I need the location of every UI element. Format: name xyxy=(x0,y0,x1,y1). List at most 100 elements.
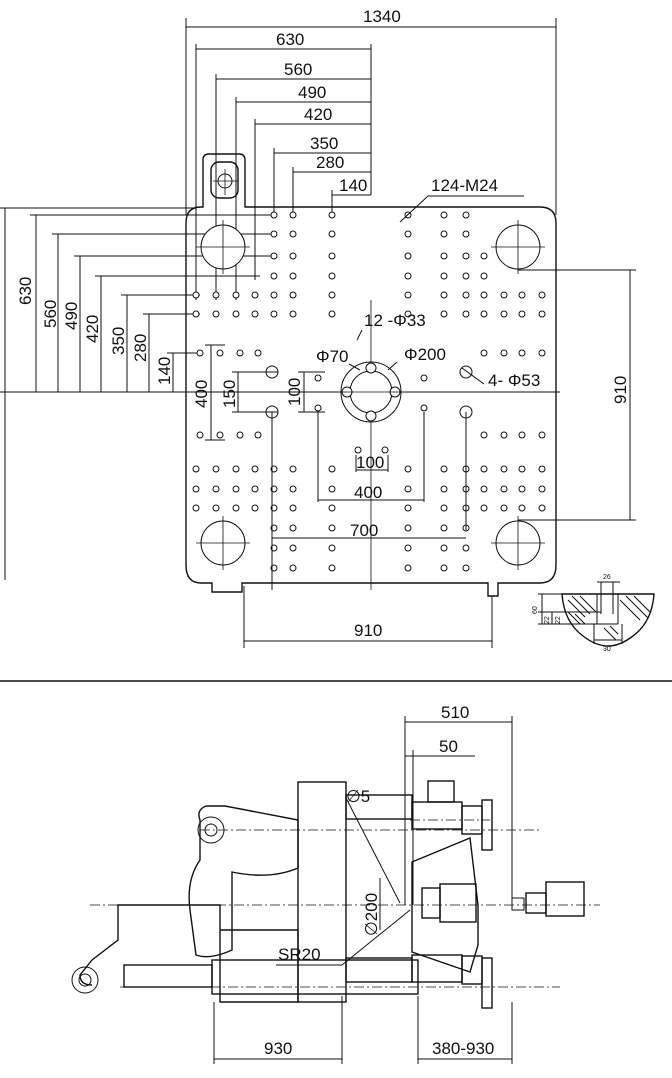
dim-v-420: 420 xyxy=(83,315,102,343)
label-phi200: Φ200 xyxy=(404,345,446,364)
m24-hole xyxy=(251,485,259,493)
dim-380-930: 380-930 xyxy=(432,1039,494,1058)
m24-hole xyxy=(462,291,470,299)
dim-630: 630 xyxy=(276,30,304,49)
m24-hole xyxy=(328,291,336,299)
dim-v-350: 350 xyxy=(109,327,128,355)
inset-26: 26 xyxy=(603,574,611,581)
m24-hole xyxy=(404,272,412,280)
dim-560: 560 xyxy=(284,60,312,79)
m24-hole xyxy=(270,211,278,219)
m24-hole xyxy=(404,230,412,238)
dim-490: 490 xyxy=(298,83,326,102)
dim-v-630: 630 xyxy=(16,277,35,305)
m24-hole xyxy=(440,272,448,280)
m24-hole xyxy=(328,524,336,532)
center-features xyxy=(205,195,524,590)
m24-hole xyxy=(289,485,297,493)
m24-hole xyxy=(328,310,336,318)
m24-hole xyxy=(232,504,240,512)
inset-22b: 22 xyxy=(555,616,562,624)
dim-phi5: ∅5 xyxy=(346,787,370,806)
m24-hole xyxy=(328,272,336,280)
m24-hole xyxy=(500,485,508,493)
m24-hole xyxy=(404,291,412,299)
dim-420: 420 xyxy=(304,105,332,124)
m24-hole xyxy=(289,504,297,512)
m24-hole xyxy=(254,431,262,439)
m24-hole xyxy=(404,524,412,532)
left-height-dimensions: 1340 630 560 490 420 350 280 140 xyxy=(0,207,560,580)
label-700-h: 700 xyxy=(350,521,378,540)
m24-hole xyxy=(462,230,470,238)
m24-hole xyxy=(500,465,508,473)
m24-hole xyxy=(480,465,488,473)
dim-910-bottom: 910 xyxy=(354,621,382,640)
m24-hole xyxy=(328,544,336,552)
inset-60: 60 xyxy=(532,606,539,614)
m24-hole xyxy=(289,211,297,219)
m24-hole xyxy=(404,465,412,473)
m24-hole xyxy=(251,504,259,512)
m24-hole xyxy=(538,349,546,357)
m24-hole xyxy=(440,291,448,299)
m24-hole xyxy=(500,504,508,512)
m24-hole xyxy=(440,485,448,493)
m24-hole xyxy=(196,431,204,439)
m24-hole xyxy=(289,252,297,260)
label-124-m24: 124-M24 xyxy=(431,176,498,195)
m24-hole xyxy=(538,431,546,439)
m24-hole xyxy=(480,310,488,318)
m24-hole xyxy=(328,564,336,572)
m24-hole xyxy=(518,504,526,512)
m24-hole xyxy=(518,291,526,299)
m24-hole xyxy=(500,291,508,299)
m24-hole xyxy=(404,564,412,572)
m24-hole xyxy=(212,291,220,299)
m24-hole xyxy=(462,211,470,219)
dim-280: 280 xyxy=(316,153,344,172)
m24-hole xyxy=(212,485,220,493)
m24-hole xyxy=(328,465,336,473)
m24-hole xyxy=(440,310,448,318)
m24-hole xyxy=(216,431,224,439)
m24-hole xyxy=(440,211,448,219)
m24-hole xyxy=(328,252,336,260)
m24-hole xyxy=(440,465,448,473)
m24-hole xyxy=(289,272,297,280)
dim-510: 510 xyxy=(441,703,469,722)
dim-phi200: ∅200 xyxy=(362,893,381,936)
m24-hole xyxy=(500,349,508,357)
m24-hole xyxy=(251,310,259,318)
m24-hole xyxy=(440,252,448,260)
m24-hole xyxy=(232,465,240,473)
m24-hole xyxy=(404,504,412,512)
lifting-eye xyxy=(210,161,239,199)
label-400-h: 400 xyxy=(354,483,382,502)
m24-hole xyxy=(212,310,220,318)
m24-hole xyxy=(216,349,224,357)
m24-hole xyxy=(404,310,412,318)
m24-hole xyxy=(328,230,336,238)
dim-v-490: 490 xyxy=(62,302,81,330)
m24-hole xyxy=(289,230,297,238)
m24-hole xyxy=(289,465,297,473)
dim-1340: 1340 xyxy=(363,7,401,26)
dim-930: 930 xyxy=(264,1039,292,1058)
m24-hole xyxy=(236,349,244,357)
m24-hole xyxy=(480,272,488,280)
dim-v-560: 560 xyxy=(41,300,60,328)
m24-hole xyxy=(404,544,412,552)
m24-hole xyxy=(480,504,488,512)
m24-hole xyxy=(192,485,200,493)
m24-hole xyxy=(289,291,297,299)
m24-hole xyxy=(462,544,470,552)
dim-sr20: SR20 xyxy=(278,945,321,964)
m24-hole xyxy=(500,310,508,318)
m24-hole xyxy=(518,431,526,439)
m24-hole xyxy=(440,544,448,552)
m24-hole xyxy=(232,485,240,493)
m24-hole xyxy=(212,465,220,473)
label-400-v: 400 xyxy=(192,380,211,408)
m24-hole xyxy=(480,291,488,299)
